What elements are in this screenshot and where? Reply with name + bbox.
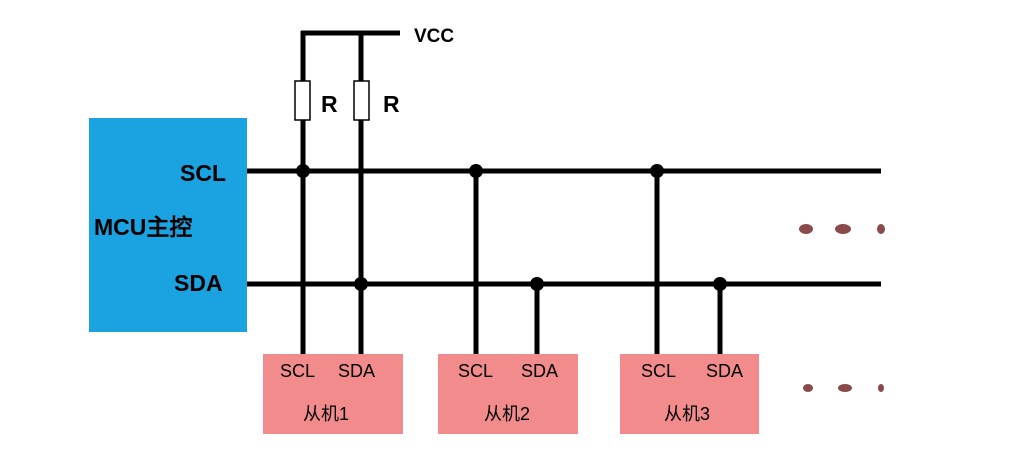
slave-2-scl-label: SCL bbox=[458, 361, 493, 381]
slave-2-block bbox=[438, 354, 578, 434]
ellipsis-dot bbox=[799, 224, 813, 234]
mcu-block bbox=[89, 118, 247, 332]
slave-3-scl-label: SCL bbox=[641, 361, 676, 381]
resistor-sda bbox=[353, 80, 370, 121]
ellipsis-dot bbox=[803, 384, 813, 392]
junction-dot bbox=[296, 164, 310, 178]
slave-1-scl-label: SCL bbox=[280, 361, 315, 381]
junction-dot bbox=[530, 277, 544, 291]
ellipsis-lower bbox=[803, 384, 884, 392]
resistor-scl bbox=[294, 80, 311, 121]
slave-1-sda-label: SDA bbox=[338, 361, 375, 381]
junction-dot bbox=[650, 164, 664, 178]
junction-dot bbox=[469, 164, 483, 178]
resistor-label-scl: R bbox=[321, 91, 338, 117]
slave-2-sda-label: SDA bbox=[521, 361, 558, 381]
slave-3-name: 从机3 bbox=[664, 404, 710, 424]
ellipsis-dot bbox=[877, 224, 885, 234]
ellipsis-upper bbox=[799, 224, 885, 234]
slave-1-name: 从机1 bbox=[303, 404, 349, 424]
junction-dot bbox=[354, 277, 368, 291]
resistor-label-sda: R bbox=[383, 91, 400, 117]
mcu-label: MCU主控 bbox=[94, 214, 192, 240]
vcc-label: VCC bbox=[414, 26, 454, 47]
junction-dot bbox=[713, 277, 727, 291]
ellipsis-dot bbox=[838, 384, 852, 392]
ellipsis-dot bbox=[878, 384, 884, 392]
slave-3-block bbox=[620, 354, 759, 434]
mcu-sda-label: SDA bbox=[174, 270, 223, 296]
slave-1-block bbox=[263, 354, 403, 434]
mcu-scl-label: SCL bbox=[180, 160, 226, 186]
slave-3-sda-label: SDA bbox=[706, 361, 743, 381]
ellipsis-dot bbox=[835, 224, 851, 234]
slave-2-name: 从机2 bbox=[484, 404, 530, 424]
